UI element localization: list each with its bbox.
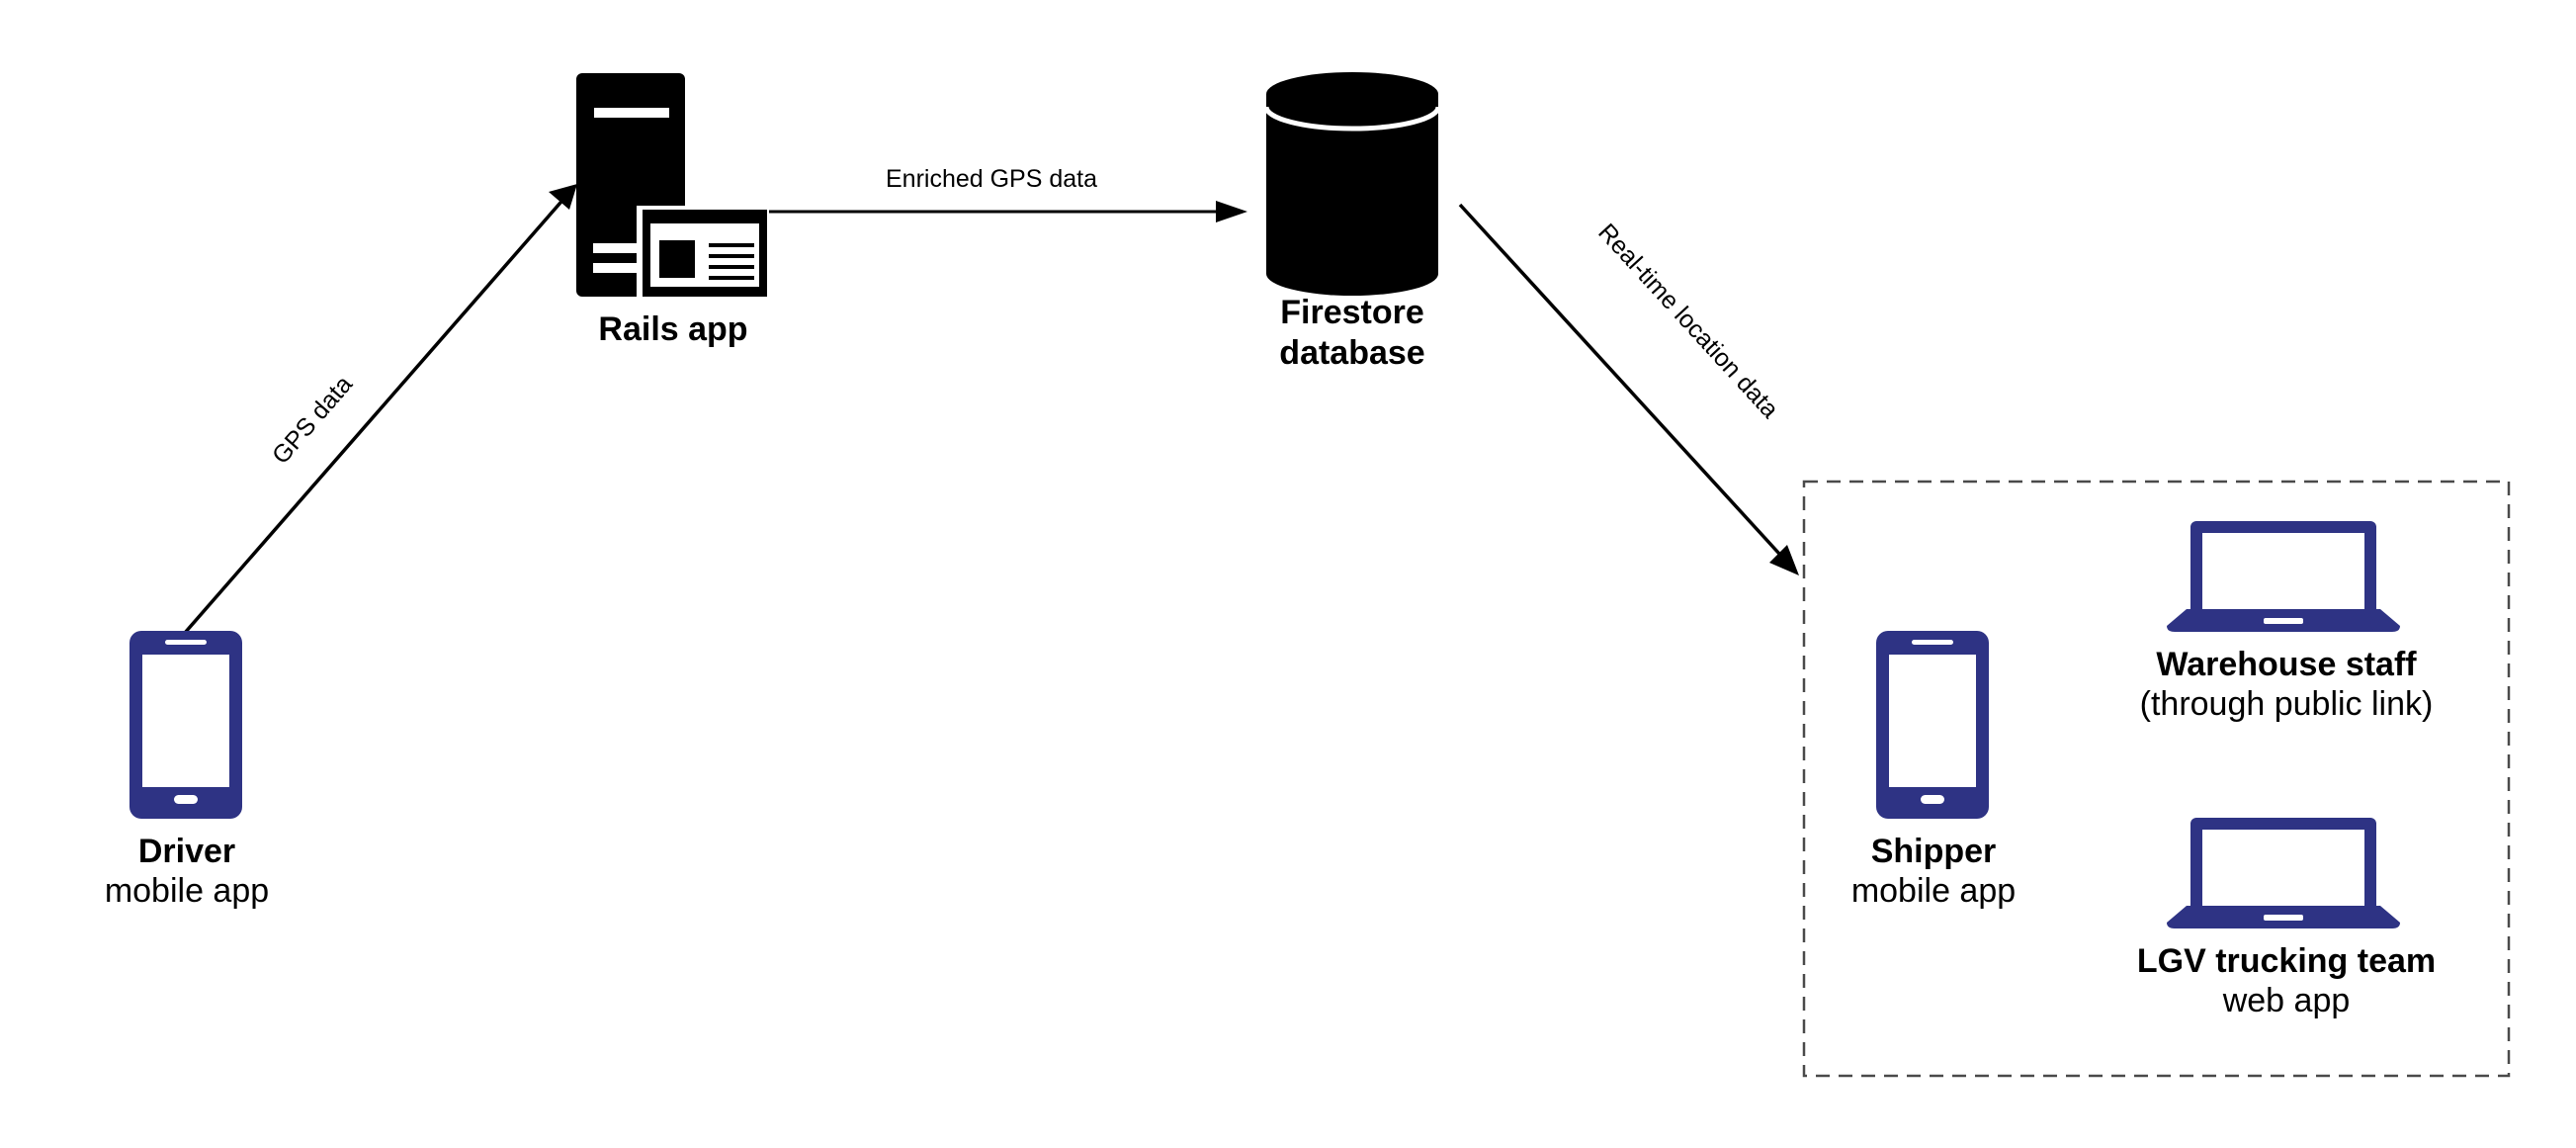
real-time-location-data-arrow xyxy=(1458,203,1781,556)
gps-data-arrow xyxy=(183,186,575,635)
firestore-node: Firestore database xyxy=(1263,72,1441,372)
rails-node: Rails app xyxy=(576,73,769,348)
shipper-subtitle: mobile app xyxy=(1851,872,2016,910)
rails-title: Rails app xyxy=(598,310,747,348)
warehouse-node: Warehouse staff (through public link) xyxy=(2140,521,2434,723)
lgv-node: LGV trucking team web app xyxy=(2137,818,2436,1019)
firestore-title-line1: Firestore xyxy=(1280,294,1424,331)
edge-gps-data: GPS data xyxy=(183,184,577,635)
gps-data-label: GPS data xyxy=(267,371,358,470)
clients-group-box xyxy=(1802,480,2511,1078)
enriched-gps-data-arrowhead xyxy=(1216,201,1247,222)
real-time-location-data-arrowhead xyxy=(1769,545,1799,575)
database-icon xyxy=(1263,72,1441,296)
edge-real-time-location-data: Real-time location data xyxy=(1458,203,1799,575)
smartphone-icon xyxy=(1876,631,1989,819)
driver-node: Driver mobile app xyxy=(105,631,269,910)
smartphone-icon xyxy=(129,631,242,819)
edge-enriched-gps-data: Enriched GPS data xyxy=(764,165,1247,222)
lgv-subtitle: web app xyxy=(2222,982,2351,1019)
enriched-gps-data-label: Enriched GPS data xyxy=(886,165,1097,193)
lgv-title: LGV trucking team xyxy=(2137,942,2436,980)
warehouse-title: Warehouse staff xyxy=(2156,646,2417,683)
laptop-icon xyxy=(2167,521,2400,632)
driver-subtitle: mobile app xyxy=(105,872,269,910)
server-icon xyxy=(576,73,769,301)
firestore-title-line2: database xyxy=(1279,334,1424,372)
real-time-location-data-label: Real-time location data xyxy=(1592,219,1783,424)
driver-title: Driver xyxy=(138,833,235,870)
shipper-title: Shipper xyxy=(1871,833,1997,870)
warehouse-subtitle: (through public link) xyxy=(2140,685,2434,723)
gps-data-arrowhead xyxy=(549,184,577,210)
laptop-icon xyxy=(2167,818,2400,928)
shipper-node: Shipper mobile app xyxy=(1851,631,2016,910)
